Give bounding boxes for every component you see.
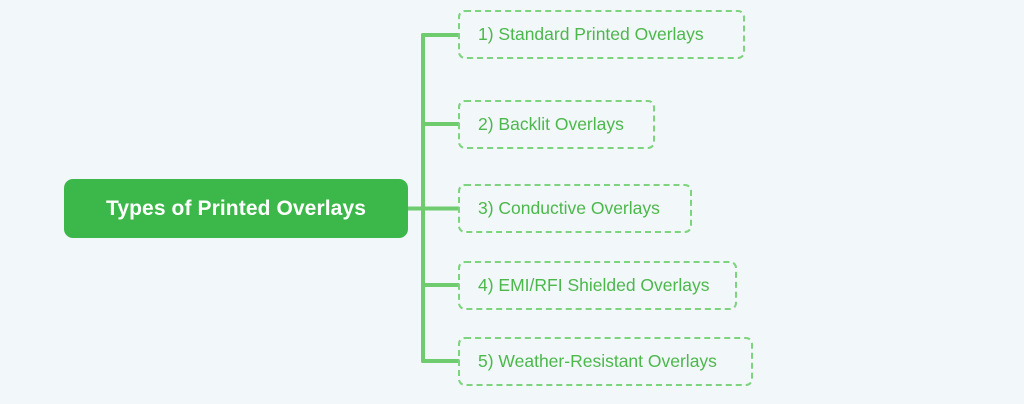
root-node-label: Types of Printed Overlays [105, 196, 367, 220]
child-node-3[interactable]: 3) Conductive Overlays [458, 184, 692, 233]
child-node-1-label: 1) Standard Printed Overlays [478, 23, 704, 44]
child-node-2[interactable]: 2) Backlit Overlays [458, 100, 655, 149]
child-node-2-label: 2) Backlit Overlays [478, 113, 624, 134]
child-node-4-label: 4) EMI/RFI Shielded Overlays [478, 274, 710, 295]
child-node-3-label: 3) Conductive Overlays [478, 197, 660, 218]
root-node[interactable]: Types of Printed Overlays [64, 179, 408, 238]
child-node-1[interactable]: 1) Standard Printed Overlays [458, 10, 745, 59]
child-node-4[interactable]: 4) EMI/RFI Shielded Overlays [458, 261, 737, 310]
child-node-5[interactable]: 5) Weather-Resistant Overlays [458, 337, 753, 386]
child-node-5-label: 5) Weather-Resistant Overlays [478, 350, 717, 371]
